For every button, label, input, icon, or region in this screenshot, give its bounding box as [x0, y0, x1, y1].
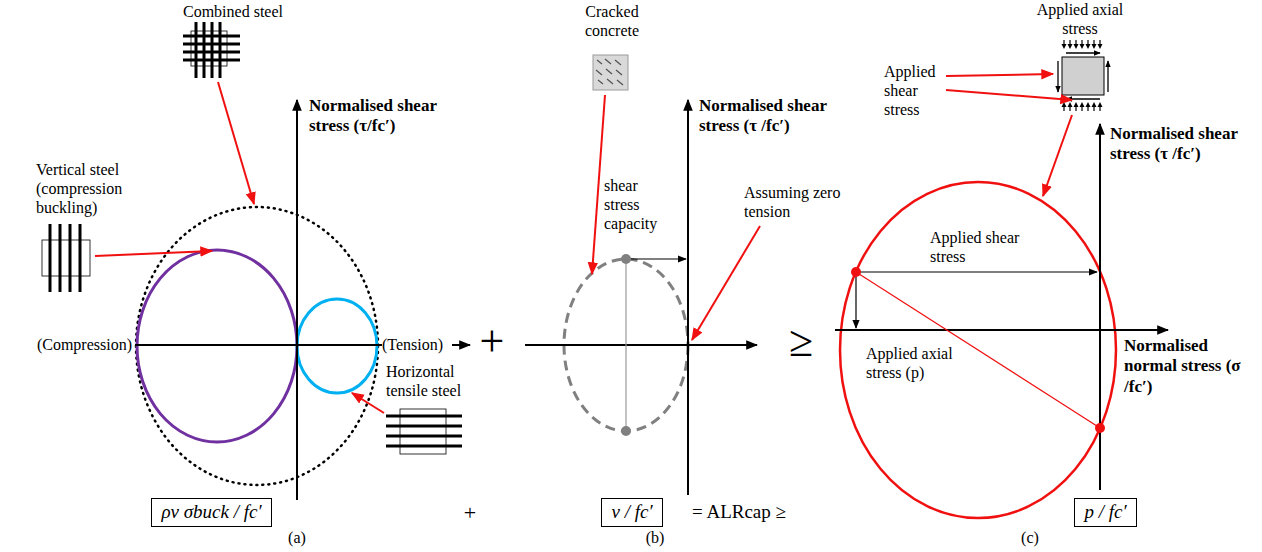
- shear-axis: [687, 100, 689, 495]
- dimension-arrow: [631, 258, 686, 259]
- diameter-line: [856, 272, 1100, 428]
- icon-label: Cracked concrete: [572, 2, 652, 40]
- applied-stress-circle: [840, 182, 1116, 518]
- leader-arrow: [946, 90, 1072, 100]
- icon-label: Vertical steel (compression buckling): [36, 160, 136, 218]
- equation-text: = ALRcap ≥: [692, 501, 802, 524]
- icon-label: Horizontal tensile steel: [386, 362, 486, 400]
- annotation: Applied shear stress: [930, 228, 1035, 266]
- stress-point: [621, 426, 631, 436]
- formula-text: v / fc′: [602, 501, 662, 524]
- icon-label: Combined steel: [183, 2, 303, 21]
- shear-arrow: [1066, 52, 1100, 53]
- shear-axis: [296, 100, 298, 500]
- icon-label: Applied shear stress: [884, 62, 944, 120]
- annotation: shear stress capacity: [604, 176, 670, 234]
- operator-symbol: ≥: [783, 316, 819, 369]
- axis-title: Normalised shear stress (τ/fc′): [309, 96, 464, 137]
- annotation: Assuming zero tension: [744, 183, 844, 221]
- formula-text: ρv σbuck / fc′: [152, 501, 271, 524]
- leader-arrow: [1043, 115, 1072, 196]
- steel-grid-icon: [183, 22, 240, 78]
- annotation: Applied axial stress (p): [866, 344, 966, 382]
- shear-arrow: [1057, 61, 1058, 92]
- diameter-line: [625, 259, 626, 431]
- axis-end-label: (Compression): [28, 335, 132, 354]
- leader-arrow: [692, 226, 760, 340]
- normal-axis: [835, 329, 1168, 331]
- cracked-concrete-icon: [593, 55, 628, 90]
- formula-box: v / fc′: [601, 498, 663, 527]
- axis-title: Normalised normal stress (σ /fc′): [1124, 336, 1258, 397]
- panel-label: (c): [1015, 528, 1045, 547]
- panel-label: (b): [640, 528, 670, 547]
- compression-arrows: [1062, 102, 1103, 107]
- icon-label: Applied axial stress: [1030, 0, 1130, 38]
- axis-title: Normalised shear stress (τ /fc′): [699, 96, 854, 137]
- horizontal-steel-icon: [386, 416, 462, 446]
- dimension-arrow: [855, 272, 856, 328]
- shear-arrow: [1107, 61, 1108, 92]
- operator-symbol: +: [476, 316, 508, 369]
- shear-axis: [1099, 124, 1101, 490]
- normal-axis: [525, 344, 757, 346]
- crack-marks: [596, 59, 623, 85]
- stress-point: [1095, 423, 1105, 433]
- axis-end-label: (Tension): [382, 335, 452, 354]
- leader-arrow: [95, 251, 212, 256]
- dimension-arrow: [856, 271, 1097, 272]
- formula-text: p / fc′: [1075, 501, 1136, 524]
- compression-arrows: [1062, 44, 1103, 49]
- icon-frame: [400, 409, 446, 454]
- axis-title: Normalised shear stress (τ /fc′): [1110, 124, 1256, 165]
- leader-arrow: [218, 82, 254, 204]
- formula-box: ρv σbuck / fc′: [151, 498, 272, 527]
- formula-box: p / fc′: [1074, 498, 1137, 527]
- operator-symbol: +: [460, 500, 480, 526]
- vertical-steel-icon: [50, 224, 80, 292]
- stress-point: [621, 254, 631, 264]
- icon-frame: [191, 31, 227, 66]
- leader-arrow: [946, 74, 1053, 76]
- stress-element-icon: [1062, 57, 1104, 95]
- panel-label: (a): [282, 528, 312, 547]
- stress-point: [851, 267, 861, 277]
- leader-arrow: [592, 95, 605, 274]
- icon-frame: [42, 240, 90, 276]
- leader-arrow: [352, 393, 384, 413]
